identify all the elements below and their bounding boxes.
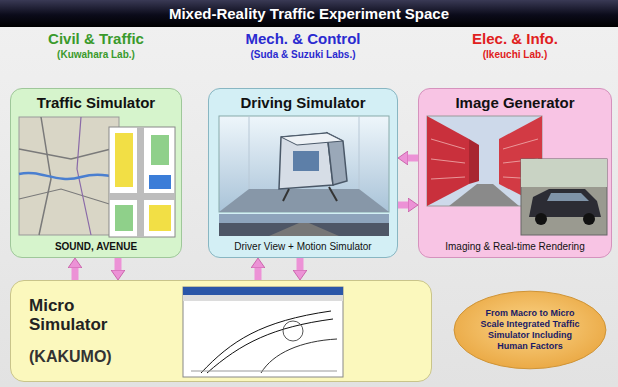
flow-arrow bbox=[398, 202, 408, 209]
process-box: Traffic SimulatorSOUND, AVENUE bbox=[10, 88, 182, 258]
motion-simulator-illustration bbox=[209, 89, 399, 259]
flow-arrow bbox=[115, 258, 122, 270]
node-caption: (KAKUMO) bbox=[29, 348, 112, 366]
title-text: Mixed-Reality Traffic Experiment Space bbox=[169, 5, 449, 22]
process-box: Driving SimulatorDriver View + Motion Si… bbox=[208, 88, 398, 258]
discipline-heading: Elec. & Info. bbox=[425, 30, 605, 47]
node-caption: Driver View + Motion Simulator bbox=[234, 241, 371, 253]
node-caption: SOUND, AVENUE bbox=[55, 241, 137, 253]
lab-name: (Ikeuchi Lab.) bbox=[425, 49, 605, 60]
title-bar: Mixed-Reality Traffic Experiment Space bbox=[0, 0, 618, 27]
summary-text: From Macro to Micro Scale Integrated Tra… bbox=[473, 308, 587, 351]
node-title: Driving Simulator bbox=[240, 94, 365, 111]
process-box: Image GeneratorImaging & Real-time Rende… bbox=[418, 88, 612, 258]
flow-arrow bbox=[297, 258, 304, 270]
road-map-illustration bbox=[11, 89, 183, 259]
lab-name: (Kuwahara Lab.) bbox=[6, 49, 186, 60]
node-title: Traffic Simulator bbox=[37, 94, 155, 111]
lab-name: (Suda & Suzuki Labs.) bbox=[213, 49, 393, 60]
node-title: Micro Simulator bbox=[29, 296, 139, 335]
summary-ellipse: From Macro to Micro Scale Integrated Tra… bbox=[453, 290, 607, 370]
flow-arrow bbox=[72, 268, 79, 280]
flow-arrow bbox=[255, 268, 262, 280]
node-caption: Imaging & Real-time Rendering bbox=[445, 241, 585, 253]
node-title: Image Generator bbox=[455, 94, 574, 111]
discipline-heading: Mech. & Control bbox=[213, 30, 393, 47]
discipline-heading: Civil & Traffic bbox=[6, 30, 186, 47]
rendered-street-illustration bbox=[419, 89, 613, 259]
flow-arrow bbox=[408, 155, 418, 162]
process-box: Micro Simulator (KAKUMO) bbox=[10, 280, 432, 382]
